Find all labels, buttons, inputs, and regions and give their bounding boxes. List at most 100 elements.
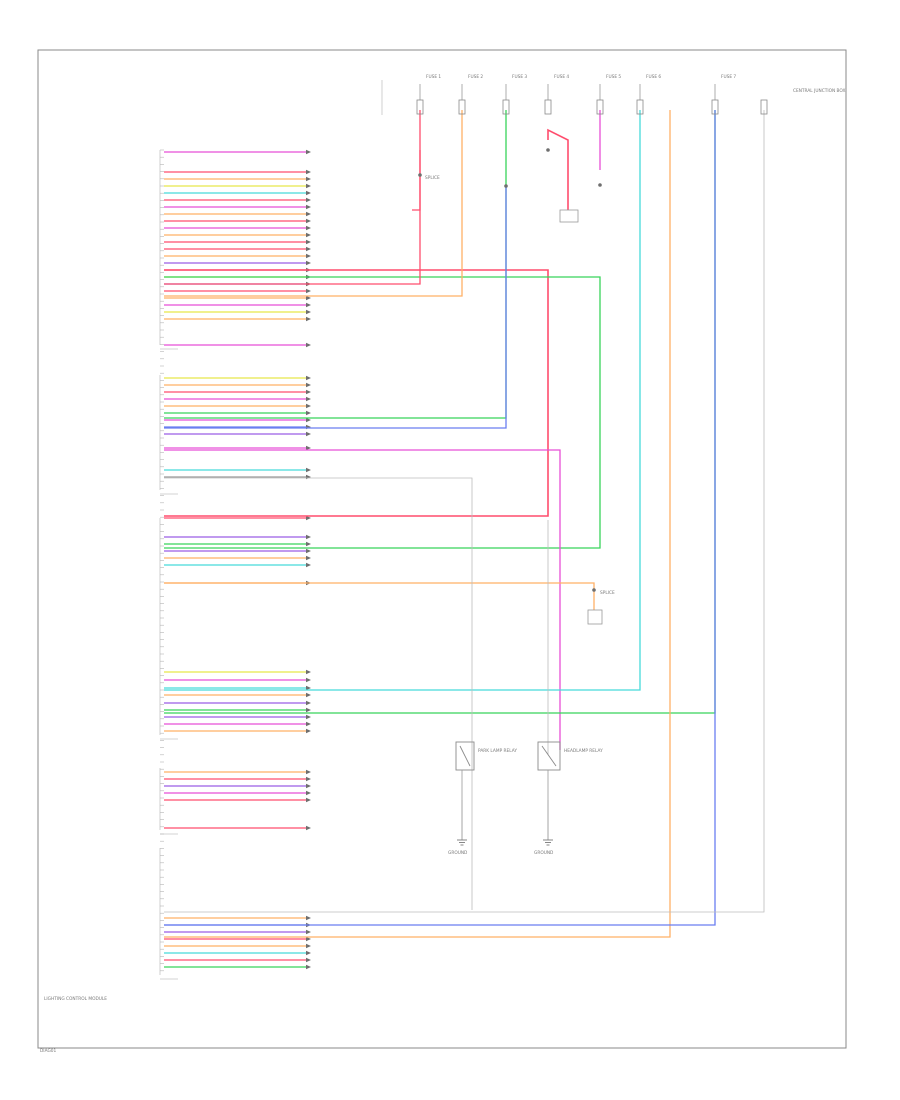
connector-arrow (306, 197, 311, 203)
fuse-label: FUSE 5 (606, 74, 621, 80)
relay-left-box (455, 741, 475, 771)
label-group: SPLICE SPLICE PARK LAMP RELAY HEADLAMP RELA… (425, 175, 615, 856)
connector-arrow (306, 149, 311, 155)
wire-group (164, 110, 765, 970)
connector-arrow (306, 728, 311, 734)
junction-box-label: CENTRAL JUNCTION BOX (793, 88, 846, 94)
wire-route-7 (164, 449, 561, 750)
connector-arrow (306, 685, 311, 691)
fuse-label: FUSE 2 (468, 74, 483, 80)
splice-dot (598, 183, 602, 187)
connector-arrow (306, 707, 311, 713)
relay-right-box (537, 741, 561, 771)
connector-arrow (306, 176, 311, 182)
connector-arrow (306, 915, 311, 921)
connector-arrow (306, 309, 311, 315)
ground-label: GROUND (534, 850, 554, 856)
connector-arrow (306, 957, 311, 963)
lamp-component (559, 209, 579, 223)
connector-arrow (306, 260, 311, 266)
fuse-symbol (502, 99, 510, 115)
connector-arrow (306, 246, 311, 252)
connector-arrow (306, 410, 311, 416)
splice-label: SPLICE (600, 590, 615, 596)
connector-pin-group (159, 149, 178, 980)
fuse-symbol (416, 99, 424, 115)
connector-arrow (306, 769, 311, 775)
connector-arrow (306, 239, 311, 245)
connector-arrow (306, 302, 311, 308)
connector-arrow (306, 936, 311, 942)
splice-dot (504, 184, 508, 188)
connector-arrow (306, 776, 311, 782)
diagram-frame (37, 49, 847, 1049)
connector-arrow (306, 721, 311, 727)
relay-left-label: PARK LAMP RELAY (478, 748, 517, 754)
wire-route-9 (164, 110, 641, 691)
connector-arrow (306, 825, 311, 831)
connector-arrow (306, 692, 311, 698)
connector-arrow (306, 403, 311, 409)
connector-arrow (306, 474, 311, 480)
connector-arrow (306, 797, 311, 803)
connector-arrow (306, 342, 311, 348)
connector-arrow (306, 232, 311, 238)
lamp-component (587, 609, 603, 625)
fuse-symbol (636, 99, 644, 115)
fuse-label: FUSE 7 (721, 74, 736, 80)
gray-route-2 (164, 110, 765, 913)
splice-label: SPLICE (425, 175, 440, 181)
connector-arrow (306, 382, 311, 388)
fuse-label: FUSE 3 (512, 74, 527, 80)
connector-arrow (306, 396, 311, 402)
connector-arrow (306, 431, 311, 437)
wire-route-6 (164, 186, 507, 429)
wire-route-1 (164, 269, 549, 517)
connector-arrow (306, 445, 311, 451)
connector-arrow (306, 288, 311, 294)
wire-route-15 (412, 110, 421, 211)
relay-right-label: HEADLAMP RELAY (564, 748, 603, 754)
connector-arrow (306, 169, 311, 175)
fuse-label: FUSE 1 (426, 74, 441, 80)
gray-route-1 (164, 477, 473, 910)
fuse-symbol (711, 99, 719, 115)
connector-arrow (306, 541, 311, 547)
connector-arrow (306, 190, 311, 196)
component-group (418, 148, 603, 846)
splice-dot (592, 588, 596, 592)
wire-route-5 (164, 110, 507, 419)
relay-left-switch (459, 745, 471, 767)
wire-route-11 (164, 110, 671, 938)
connector-arrow (306, 555, 311, 561)
wire-route-2 (164, 276, 601, 549)
connector-arrow (306, 929, 311, 935)
connector-arrow (306, 950, 311, 956)
connector-arrow (306, 562, 311, 568)
wire-route-8 (164, 582, 595, 610)
connector-arrow (306, 225, 311, 231)
relay-right-switch (541, 745, 557, 767)
figure-code: DIAG01 (40, 1048, 57, 1054)
ground-label: GROUND (448, 850, 468, 856)
fuse-symbol (596, 99, 604, 115)
connector-arrow (306, 253, 311, 259)
connector-arrow (306, 515, 311, 521)
connector-arrow (306, 204, 311, 210)
connector-arrow (306, 375, 311, 381)
connector-arrow (306, 783, 311, 789)
connector-arrow (306, 389, 311, 395)
wire-route-13 (547, 128, 569, 210)
fuse-label: FUSE 6 (646, 74, 661, 80)
fuse-symbol (760, 99, 768, 115)
module-label: LIGHTING CONTROL MODULE (44, 996, 107, 1002)
connector-arrow (306, 211, 311, 217)
wire-route-3 (164, 150, 421, 285)
connector-arrow (306, 534, 311, 540)
connector-arrow (306, 964, 311, 970)
connector-arrow (306, 295, 311, 301)
connector-arrow (306, 700, 311, 706)
splice-dot (418, 173, 422, 177)
